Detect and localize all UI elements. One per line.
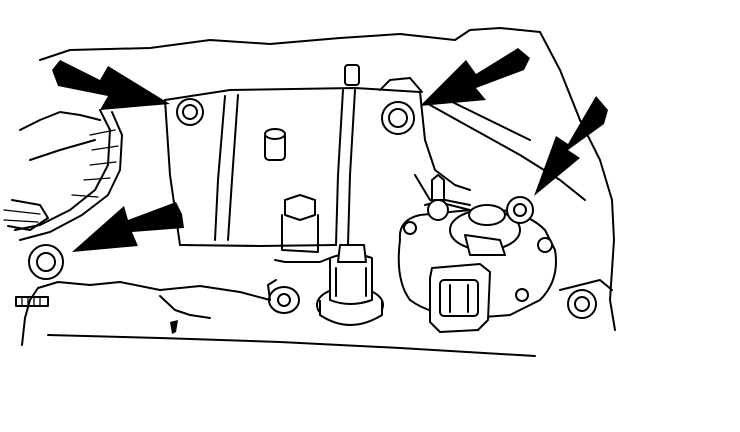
center-stud-bolt	[274, 194, 331, 263]
electrical-connector	[429, 263, 491, 333]
bushing	[267, 279, 300, 314]
wiring-harness	[3, 109, 123, 241]
callout-arrow-lower-left	[72, 202, 184, 252]
callout-arrow-upper-left	[52, 60, 170, 110]
callout-arrow-upper-right	[420, 48, 530, 106]
mounting-plate	[164, 87, 586, 247]
callout-arrow-right	[534, 96, 608, 196]
upper-left-bolt	[176, 98, 204, 126]
upper-bracket-bolt	[379, 77, 423, 135]
lower-left-bolt	[28, 244, 64, 280]
ink-mark	[170, 320, 178, 334]
lower-right-bolt	[559, 279, 613, 319]
dowel-pin	[15, 296, 49, 307]
locating-pin	[264, 64, 360, 161]
speed-sensor	[316, 244, 384, 326]
right-side-bolt	[506, 196, 534, 224]
